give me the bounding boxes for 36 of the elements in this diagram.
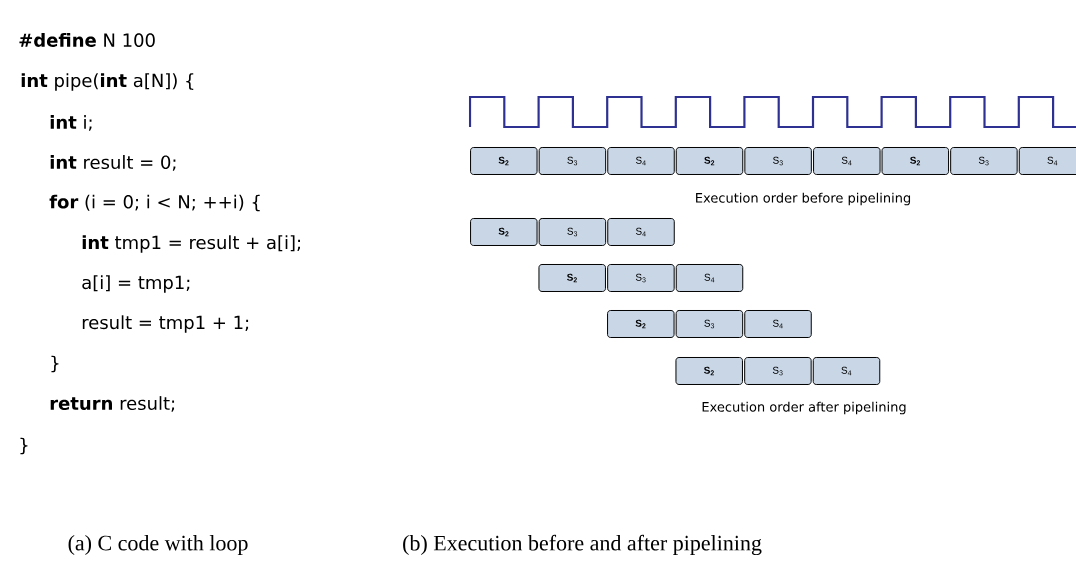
code-line: } bbox=[51, 355, 59, 373]
stage-box: S$_{3}$ bbox=[950, 147, 1018, 175]
row-caption: Execution order after pipelining bbox=[702, 401, 906, 415]
stage-box: S$_{3}$ bbox=[538, 147, 607, 175]
stage-box: S$_{4}$ bbox=[607, 218, 675, 246]
stage-box: S$_{4}$ bbox=[607, 147, 675, 175]
code-line: result = tmp1 + 1; bbox=[82, 315, 249, 333]
stage-box: S$_{2}$ bbox=[607, 310, 675, 338]
code-line: a[i] = tmp1; bbox=[82, 275, 190, 293]
stage-box: S$_{3}$ bbox=[538, 218, 607, 246]
stage-box: S$_{2}$ bbox=[538, 264, 606, 292]
stage-box: S$_{3}$ bbox=[744, 357, 812, 385]
stage-box: S$_{2}$ bbox=[675, 147, 744, 175]
subfigure-caption: (a) C code with loop bbox=[68, 535, 248, 555]
stage-box: S$_{4}$ bbox=[1018, 147, 1076, 175]
code-line: #define N 100 bbox=[19, 33, 155, 47]
stage-box: S$_{3}$ bbox=[744, 147, 812, 175]
stage-box: S$_{2}$ bbox=[881, 147, 950, 175]
code-line: int pipe(int a[N]) { bbox=[21, 73, 194, 91]
row-caption: Execution order before pipelining bbox=[696, 192, 911, 206]
stage-box: S$_{4}$ bbox=[675, 264, 744, 292]
code-line: return result; bbox=[50, 396, 175, 412]
subfigure-caption: (b) Execution before and after pipelining bbox=[403, 534, 762, 556]
code-line: for (i = 0; i < N; ++i) { bbox=[49, 194, 260, 212]
code-line: int result = 0; bbox=[50, 155, 176, 171]
stage-box: S$_{3}$ bbox=[607, 264, 675, 292]
code-line: int i; bbox=[50, 115, 92, 131]
stage-box: S$_{4}$ bbox=[744, 310, 812, 338]
stage-box: S$_{4}$ bbox=[813, 147, 881, 175]
stage-box: S$_{2}$ bbox=[470, 218, 538, 246]
stage-box: S$_{3}$ bbox=[675, 310, 744, 338]
stage-box: S$_{2}$ bbox=[675, 357, 743, 385]
stage-box: S$_{2}$ bbox=[470, 147, 538, 175]
code-line: int tmp1 = result + a[i]; bbox=[82, 235, 300, 253]
code-line: } bbox=[20, 437, 28, 455]
stage-box: S$_{4}$ bbox=[812, 357, 881, 385]
